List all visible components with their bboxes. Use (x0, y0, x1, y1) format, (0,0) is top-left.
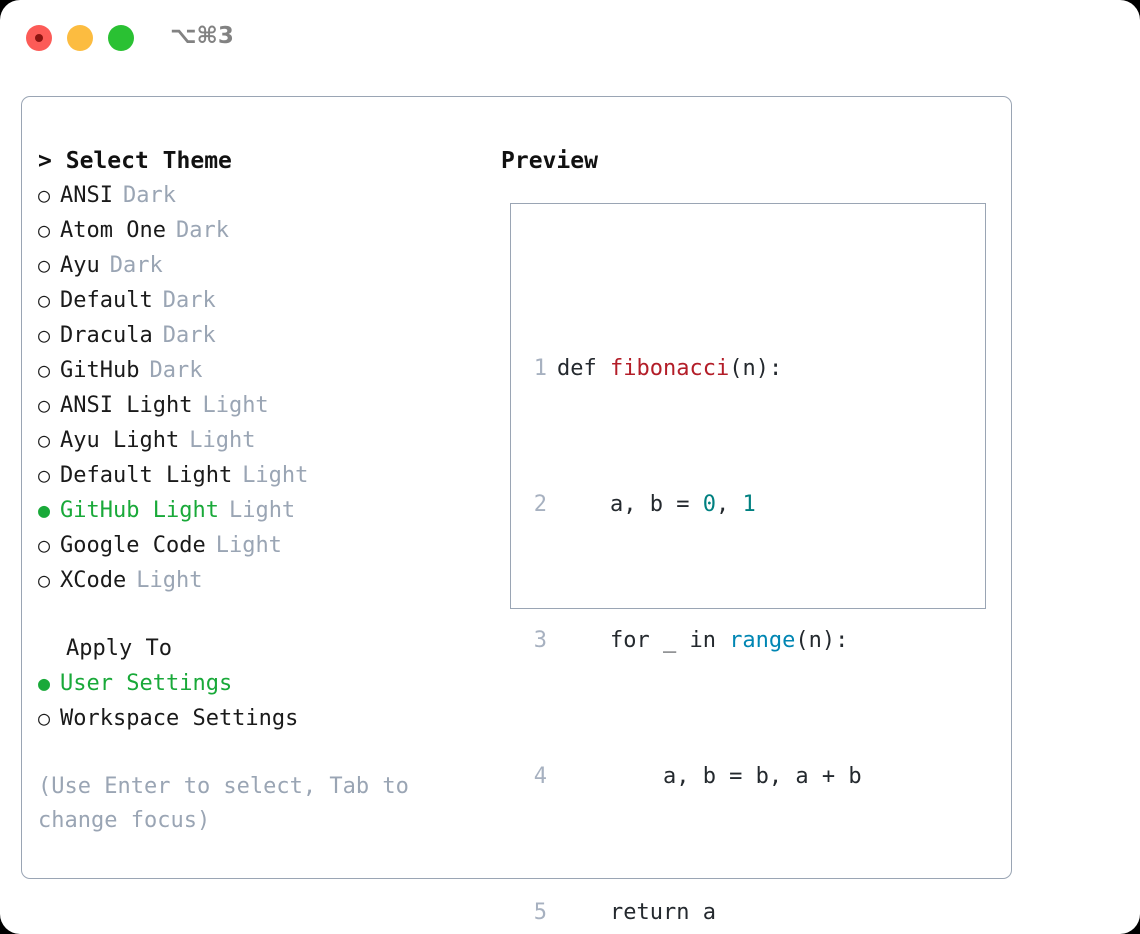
radio-icon: ○ (38, 183, 51, 207)
line-number: 2 (533, 492, 547, 517)
minimize-button-icon[interactable] (67, 25, 93, 51)
code-line: 3 for _ in range(n): (527, 624, 888, 658)
line-number: 5 (533, 900, 547, 925)
radio-icon: ○ (38, 568, 51, 592)
line-number: 1 (533, 356, 547, 381)
preview-column: Preview (501, 144, 981, 178)
apply-to-option-label: User Settings (60, 671, 233, 696)
theme-option-tag: Light (202, 393, 269, 418)
code-segment: (n): (795, 628, 849, 653)
theme-option-google-code-light[interactable]: ○ Google Code Light (38, 528, 468, 563)
code-segment: for _ in (557, 628, 730, 653)
theme-option-label: Atom One (60, 218, 166, 243)
theme-option-label: Ayu Light (60, 428, 180, 453)
theme-option-label: Default Light (60, 463, 233, 488)
caret-icon: > (38, 148, 52, 174)
theme-option-label: Google Code (60, 533, 206, 558)
code-line: 2 a, b = 0, 1 (527, 488, 888, 522)
code-segment: def (557, 356, 610, 381)
line-number: 4 (533, 764, 547, 789)
radio-icon: ○ (38, 463, 51, 487)
code-segment: a, b = b, a + b (557, 764, 862, 789)
theme-option-label: XCode (60, 568, 127, 593)
theme-option-tag: Dark (149, 358, 203, 383)
title-bar: ⌥⌘3 (0, 0, 1140, 80)
radio-icon: ○ (38, 218, 51, 242)
theme-option-tag: Dark (162, 323, 216, 348)
code-segment: return a (557, 900, 716, 925)
apply-to-list: ● User Settings ○ Workspace Settings (38, 666, 468, 736)
code-segment: (n): (729, 356, 783, 381)
theme-option-label: Default (60, 288, 153, 313)
line-number: 3 (533, 628, 547, 653)
code-line: 1 def fibonacci(n): (527, 352, 888, 386)
theme-option-ansi-dark[interactable]: ○ ANSI Dark (38, 178, 468, 213)
radio-selected-icon: ● (38, 671, 51, 695)
code-segment: 1 (742, 492, 756, 517)
theme-option-tag: Dark (162, 288, 216, 313)
keyboard-hint-text: (Use Enter to select, Tab to change focu… (38, 774, 409, 833)
theme-option-tag: Dark (109, 253, 163, 278)
theme-option-ansi-light[interactable]: ○ ANSI Light Light (38, 388, 468, 423)
theme-option-ayu-dark[interactable]: ○ Ayu Dark (38, 248, 468, 283)
theme-option-tag: Light (136, 568, 203, 593)
apply-to-option-user-settings[interactable]: ● User Settings (38, 666, 468, 701)
theme-option-label: GitHub Light (60, 498, 219, 523)
theme-option-atom-one-dark[interactable]: ○ Atom One Dark (38, 213, 468, 248)
radio-icon: ○ (38, 706, 51, 730)
code-segment: , (715, 492, 743, 517)
theme-option-default-dark[interactable]: ○ Default Dark (38, 283, 468, 318)
theme-picker-heading-label: Select Theme (65, 148, 232, 174)
code-segment: 0 (702, 492, 716, 517)
code-segment: fibonacci (609, 356, 730, 381)
keyboard-shortcut-label: ⌥⌘3 (170, 23, 234, 49)
window-controls (26, 25, 134, 51)
theme-option-tag: Light (215, 533, 282, 558)
theme-option-label: GitHub (60, 358, 140, 383)
theme-option-tag: Dark (122, 183, 176, 208)
theme-option-label: ANSI Light (60, 393, 193, 418)
radio-icon: ○ (38, 288, 51, 312)
close-button-icon[interactable] (26, 25, 52, 51)
radio-icon: ○ (38, 428, 51, 452)
apply-to-heading: Apply To (66, 636, 172, 661)
theme-option-ayu-light[interactable]: ○ Ayu Light Light (38, 423, 468, 458)
zoom-button-icon[interactable] (108, 25, 134, 51)
theme-option-dracula-dark[interactable]: ○ Dracula Dark (38, 318, 468, 353)
radio-icon: ○ (38, 533, 51, 557)
list-spacer (38, 598, 468, 632)
theme-option-label: Dracula (60, 323, 153, 348)
theme-option-label: Ayu (60, 253, 100, 278)
radio-icon: ○ (38, 393, 51, 417)
apply-to-option-label: Workspace Settings (60, 706, 299, 731)
theme-option-tag: Light (228, 498, 296, 523)
theme-picker-heading: > Select Theme (38, 144, 468, 178)
theme-option-default-light[interactable]: ○ Default Light Light (38, 458, 468, 493)
apply-to-option-workspace-settings[interactable]: ○ Workspace Settings (38, 701, 468, 736)
preview-heading: Preview (501, 148, 598, 174)
theme-option-github-dark[interactable]: ○ GitHub Dark (38, 353, 468, 388)
code-segment: a, b = (557, 492, 703, 517)
theme-option-tag: Dark (175, 218, 229, 243)
code-line: 5 return a (527, 896, 888, 930)
theme-option-tag: Light (242, 463, 309, 488)
code-segment: range (729, 628, 796, 653)
theme-option-xcode-light[interactable]: ○ XCode Light (38, 563, 468, 598)
radio-selected-icon: ● (38, 498, 51, 522)
radio-icon: ○ (38, 358, 51, 382)
theme-option-github-light[interactable]: ● GitHub Light Light (38, 493, 468, 528)
radio-icon: ○ (38, 253, 51, 277)
radio-icon: ○ (38, 323, 51, 347)
code-line: 4 a, b = b, a + b (527, 760, 888, 794)
theme-option-tag: Light (189, 428, 256, 453)
theme-option-label: ANSI (60, 183, 113, 208)
